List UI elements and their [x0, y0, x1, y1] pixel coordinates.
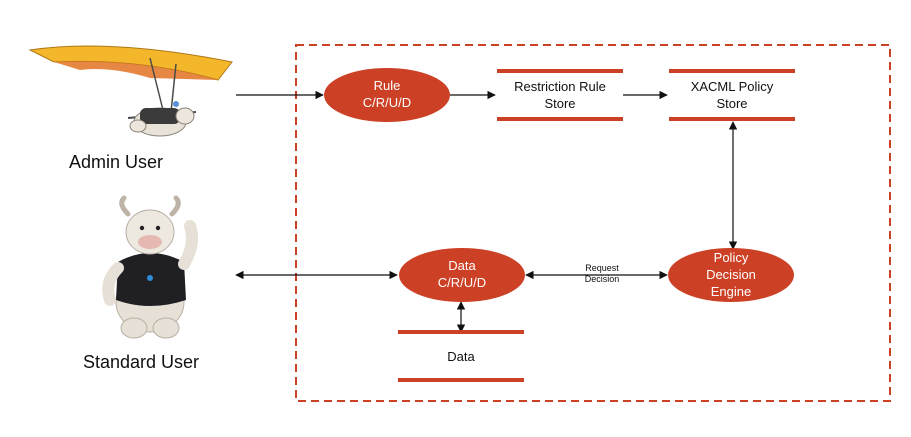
standard-user-label: Standard User	[83, 352, 199, 372]
pde-line1: Policy	[714, 250, 749, 265]
standard-user-illustration	[102, 195, 198, 339]
data-store-label: Data	[447, 349, 475, 364]
policy-decision-engine-node: Policy Decision Engine	[668, 248, 794, 302]
restriction-store-line1: Restriction Rule	[514, 79, 606, 94]
hang-glider-mascot-illustration	[28, 45, 233, 137]
rule-crud-line2: C/R/U/D	[363, 95, 411, 110]
xacml-store-line2: Store	[716, 96, 747, 111]
data-store: Data	[398, 330, 524, 382]
pde-line2: Decision	[706, 267, 756, 282]
data-crud-node: Data C/R/U/D	[399, 248, 525, 302]
decision-label: Decision	[585, 274, 620, 284]
pde-line3: Engine	[711, 284, 751, 299]
xacml-store-line1: XACML Policy	[691, 79, 774, 94]
data-crud-line1: Data	[448, 258, 476, 273]
xacml-policy-store: XACML Policy Store	[669, 69, 795, 121]
rule-crud-node: Rule C/R/U/D	[324, 68, 450, 122]
admin-user-illustration	[28, 45, 233, 137]
rule-crud-line1: Rule	[374, 78, 401, 93]
goat-mascot-illustration	[102, 195, 198, 339]
system-boundary	[295, 44, 891, 402]
request-label: Request	[585, 263, 619, 273]
restriction-store-line2: Store	[544, 96, 575, 111]
admin-user-label: Admin User	[69, 152, 163, 172]
data-crud-line2: C/R/U/D	[438, 275, 486, 290]
restriction-rule-store: Restriction Rule Store	[497, 69, 623, 121]
